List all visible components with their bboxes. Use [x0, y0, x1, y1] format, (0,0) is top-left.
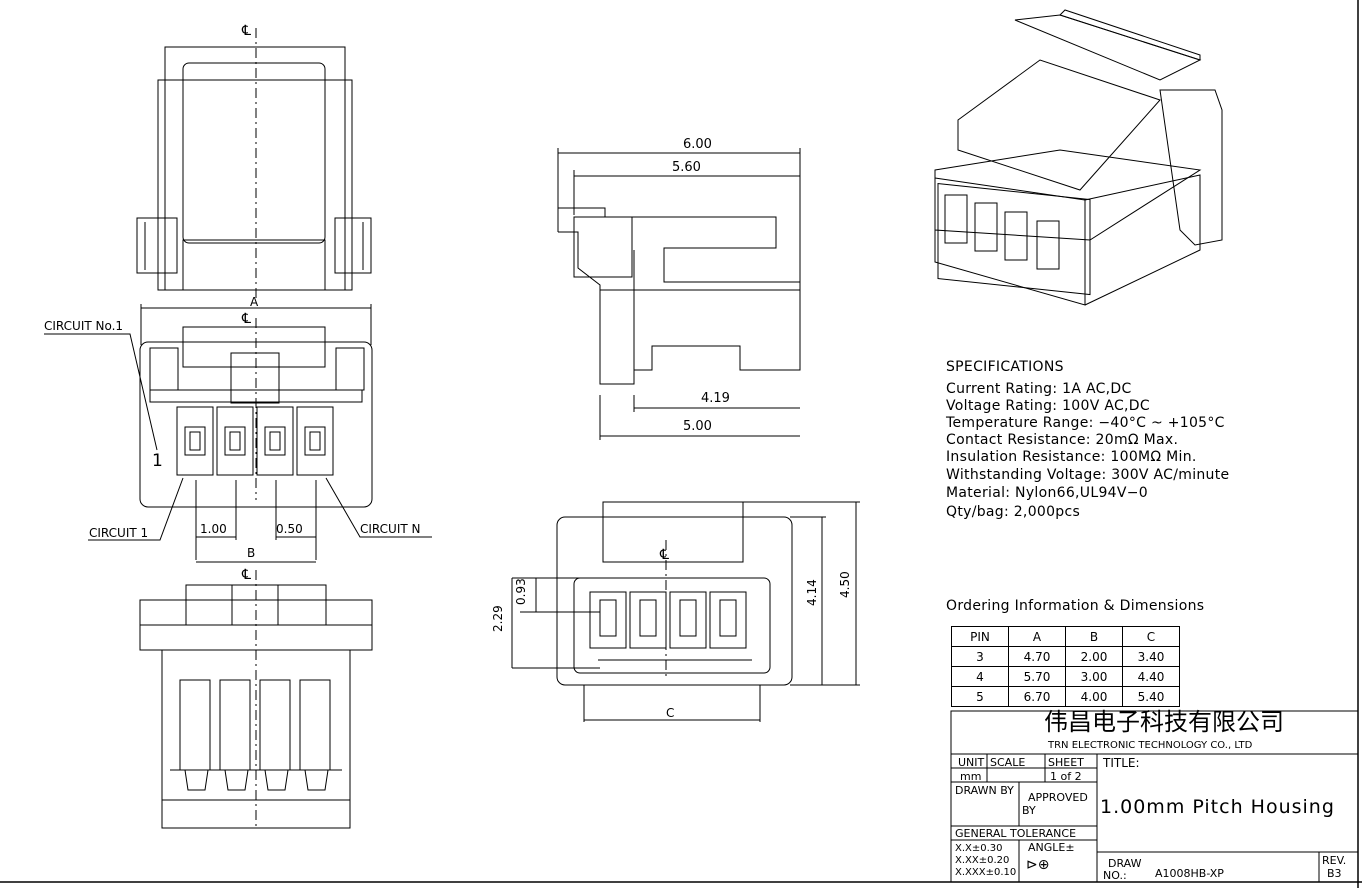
circuit-no1-label: CIRCUIT No.1 — [44, 319, 124, 333]
column-header: C — [1122, 626, 1180, 647]
isometric-view — [934, 9, 1223, 306]
projection-symbol-icon: ⊳⊕ — [1026, 857, 1050, 873]
title-block-lines — [950, 710, 1359, 883]
rev-label: REV. — [1322, 854, 1347, 867]
dim-229-label: 2.29 — [491, 605, 505, 632]
sheet-label: SHEET — [1048, 756, 1084, 769]
dim-half-label: 0.50 — [276, 522, 303, 536]
dim-pitch-label: 1.00 — [200, 522, 227, 536]
spec-line: Voltage Rating: 100V AC,DC — [946, 398, 1150, 414]
table-cell: 3 — [951, 646, 1009, 667]
table-cell: 5.70 — [1008, 666, 1066, 687]
approved-by-label: BY — [1022, 804, 1036, 817]
scale-label: SCALE — [990, 756, 1026, 769]
dim-414-label: 4.14 — [805, 579, 819, 606]
rev-value: B3 — [1327, 867, 1342, 880]
table-cell: 6.70 — [1008, 686, 1066, 707]
centerline-mark-rear: ℄ — [660, 547, 669, 563]
ordering-heading: Ordering Information & Dimensions — [946, 598, 1205, 614]
table-cell: 4.70 — [1008, 646, 1066, 667]
side-view — [557, 148, 801, 440]
spec-line: Withstanding Voltage: 300V AC/minute — [946, 467, 1230, 483]
sheet-value: 1 of 2 — [1050, 770, 1082, 783]
rear-view — [511, 501, 860, 722]
title-label: TITLE: — [1103, 756, 1140, 770]
dim-560-label: 5.60 — [672, 160, 701, 175]
angle-label: ANGLE± — [1028, 841, 1075, 854]
table-cell: 4.40 — [1122, 666, 1180, 687]
table-row: 3 4.70 2.00 3.40 — [951, 646, 1180, 667]
table-row: 5 6.70 4.00 5.40 — [951, 686, 1180, 707]
dim-450-label: 4.50 — [838, 571, 852, 598]
table-cell: 3.00 — [1065, 666, 1123, 687]
draw-number: A1008HB-XP — [1155, 867, 1224, 880]
top-view — [136, 28, 372, 300]
ordering-table: PIN A B C 3 4.70 2.00 3.40 4 5.70 3.00 4… — [951, 626, 1180, 707]
table-cell: 5 — [951, 686, 1009, 707]
tolerance-line: X.XX±0.20 — [955, 855, 1010, 866]
circuit-1-label: CIRCUIT 1 — [89, 526, 149, 540]
table-cell: 2.00 — [1065, 646, 1123, 667]
spec-line: Temperature Range: −40°C ~ +105°C — [946, 415, 1225, 431]
pin-1-number: 1 — [152, 451, 163, 471]
dim-a-label: A — [250, 295, 259, 309]
column-header: A — [1008, 626, 1066, 647]
specifications-heading: SPECIFICATIONS — [946, 359, 1064, 375]
tolerance-line: X.XXX±0.10 — [955, 867, 1017, 878]
table-row: 4 5.70 3.00 4.40 — [951, 666, 1180, 687]
draw-no-label-2: NO.: — [1103, 869, 1127, 882]
dim-600-label: 6.00 — [683, 137, 712, 152]
centerline-mark-bottom: ℄ — [242, 567, 251, 583]
spec-line: Qty/bag: 2,000pcs — [946, 504, 1081, 520]
centerline-mark-front: ℄ — [242, 311, 251, 327]
rear-cavities — [589, 591, 747, 649]
spec-line: Material: Nylon66,UL94V−0 — [946, 485, 1148, 501]
bottom-view — [139, 570, 373, 830]
approved-label: APPROVED — [1028, 791, 1088, 804]
drawn-by-label: DRAWN BY — [955, 784, 1014, 797]
circuit-n-label: CIRCUIT N — [360, 522, 421, 536]
spec-line: Contact Resistance: 20mΩ Max. — [946, 432, 1179, 448]
company-name-cn: 伟昌电子科技有限公司 — [1044, 708, 1284, 736]
drawing-title: 1.00mm Pitch Housing — [1100, 796, 1335, 818]
unit-value: mm — [960, 770, 982, 783]
table-cell: 3.40 — [1122, 646, 1180, 667]
company-name-en: TRN ELECTRONIC TECHNOLOGY CO., LTD — [1048, 740, 1253, 751]
front-view — [44, 304, 432, 563]
table-cell: 4 — [951, 666, 1009, 687]
column-header: B — [1065, 626, 1123, 647]
spec-line: Insulation Resistance: 100MΩ Min. — [946, 449, 1197, 465]
front-cavities — [176, 406, 334, 476]
column-header: PIN — [951, 626, 1009, 647]
dim-b-label: B — [247, 546, 256, 560]
dim-419-label: 4.19 — [701, 391, 730, 406]
tolerance-line: X.X±0.30 — [955, 843, 1003, 854]
dim-093-label: 0.93 — [514, 578, 528, 605]
centerline-mark-top: ℄ — [242, 23, 251, 39]
dim-500-label: 5.00 — [683, 419, 712, 434]
general-tolerance-label: GENERAL TOLERANCE — [955, 827, 1077, 840]
table-cell: 4.00 — [1065, 686, 1123, 707]
spec-line: Current Rating: 1A AC,DC — [946, 381, 1132, 397]
unit-label: UNIT — [958, 756, 985, 769]
table-header-row: PIN A B C — [951, 626, 1180, 647]
dim-c-label: C — [666, 706, 675, 720]
table-cell: 5.40 — [1122, 686, 1180, 707]
draw-no-label: DRAW — [1108, 857, 1142, 870]
